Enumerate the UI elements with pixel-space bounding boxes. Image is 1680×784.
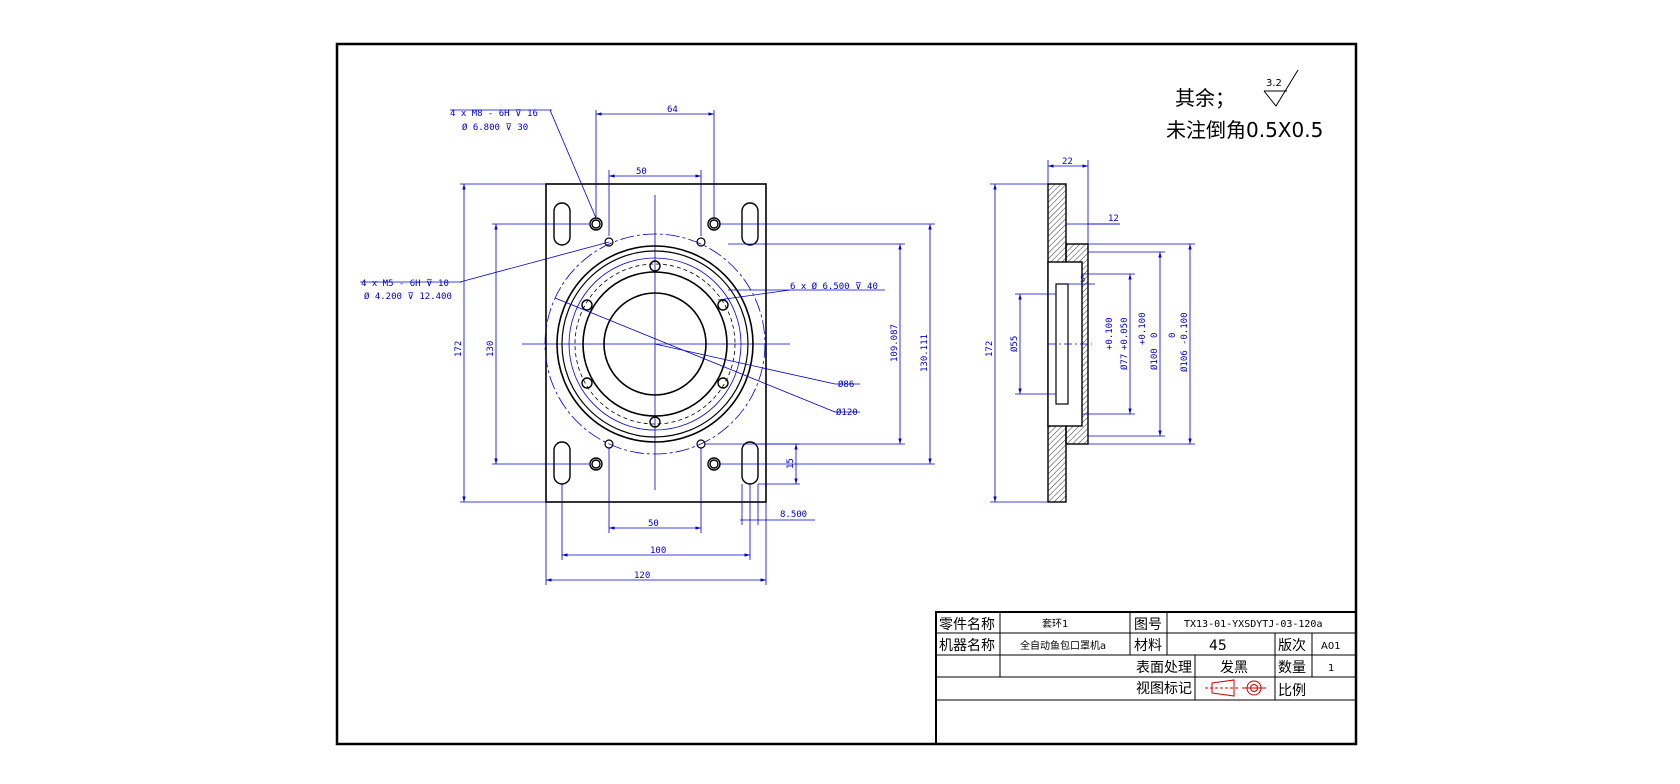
dim-172: 172 <box>454 341 464 357</box>
side-dim-d77-lower: +0.050 <box>1120 317 1130 350</box>
side-dim-d100: Ø100 <box>1149 348 1160 370</box>
view-mark-label: 视图标记 <box>1136 681 1192 697</box>
side-dim-d100-upper: +0.100 <box>1138 312 1148 345</box>
quantity-value: 1 <box>1328 663 1334 674</box>
dim-64: 64 <box>667 105 678 115</box>
callout-m8-line2: Ø 6.800 ⊽ 30 <box>462 122 528 133</box>
dim-100: 100 <box>650 546 666 556</box>
dim-d120: Ø120 <box>836 407 858 418</box>
general-notes: 其余； 3.2 未注倒角0.5X0.5 <box>1166 69 1323 142</box>
side-dim-d77-upper: +0.100 <box>1105 317 1115 350</box>
recess-circle <box>582 271 728 417</box>
machine-name-value: 全自动鱼包口罩机a <box>1020 639 1106 652</box>
side-dim-172: 172 <box>985 341 995 357</box>
dim-d86: Ø86 <box>838 379 854 390</box>
front-view: 4 x M8 - 6H ⊽ 16 Ø 6.800 ⊽ 30 4 x M5 - 6… <box>360 105 935 585</box>
revision-value: A01 <box>1321 641 1341 652</box>
drawing-no-value: TX13-01-YXSDYTJ-03-120a <box>1184 619 1322 630</box>
dim-8-500: 8.500 <box>780 510 807 520</box>
dim-130: 130 <box>486 341 496 357</box>
callout-6x-holes: 6 x Ø 6.500 ⊽ 40 <box>790 281 878 292</box>
dim-50-bottom: 50 <box>648 519 659 529</box>
quantity-label: 数量 <box>1278 660 1306 676</box>
side-dim-22: 22 <box>1062 157 1073 167</box>
dim-130-111: 130.111 <box>920 334 930 372</box>
title-block: 零件名称 套环1 图号 TX13-01-YXSDYTJ-03-120a 机器名称… <box>935 611 1357 745</box>
projection-symbol-icon <box>1205 679 1266 697</box>
drawing-no-label: 图号 <box>1134 617 1162 633</box>
side-dim-d55: Ø55 <box>1009 336 1020 352</box>
plate-outline <box>545 183 767 503</box>
surface-value: 发黑 <box>1220 660 1248 676</box>
side-dim-d106-upper: 0 <box>1168 333 1178 338</box>
roughness-prefix: 其余； <box>1175 86 1235 110</box>
machine-name-label: 机器名称 <box>939 638 995 654</box>
side-section-view: 22 12 5 172 Ø55 Ø77 +0.100 +0.050 Ø100 +… <box>985 157 1195 503</box>
surface-label: 表面处理 <box>1136 660 1192 676</box>
chamfer-note: 未注倒角0.5X0.5 <box>1166 118 1323 142</box>
side-dim-12: 12 <box>1108 214 1119 224</box>
part-name-value: 套环1 <box>1042 617 1068 630</box>
side-dim-d100-lower: 0 <box>1150 333 1160 338</box>
callout-m5-line2: Ø 4.200 ⊽ 12.400 <box>364 291 452 302</box>
bore-circle <box>603 292 707 396</box>
side-dim-d106: Ø106 <box>1179 350 1190 372</box>
dim-120: 120 <box>634 571 650 581</box>
material-value: 45 <box>1209 638 1227 654</box>
drawing-border <box>335 42 1358 746</box>
callout-m8-line1: 4 x M8 - 6H ⊽ 16 <box>450 109 538 119</box>
side-dim-5: 5 <box>1080 275 1085 285</box>
part-name-label: 零件名称 <box>939 617 995 633</box>
side-dim-d106-lower: -0.100 <box>1180 312 1190 345</box>
material-label: 材料 <box>1134 638 1162 654</box>
callout-m5-line1: 4 x M5 - 6H ⊽ 10 <box>361 279 449 289</box>
bolt-holes-6x <box>581 260 729 428</box>
roughness-value: 3.2 <box>1266 78 1282 89</box>
side-dim-d77: Ø77 <box>1119 354 1130 370</box>
dim-109-087: 109.087 <box>890 324 900 362</box>
roughness-symbol: 3.2 <box>1263 69 1299 107</box>
revision-label: 版次 <box>1278 638 1306 654</box>
dim-15: 15 <box>786 458 796 469</box>
scale-label: 比例 <box>1278 683 1306 699</box>
dim-50-top: 50 <box>636 167 647 177</box>
outer-boss <box>556 245 754 443</box>
